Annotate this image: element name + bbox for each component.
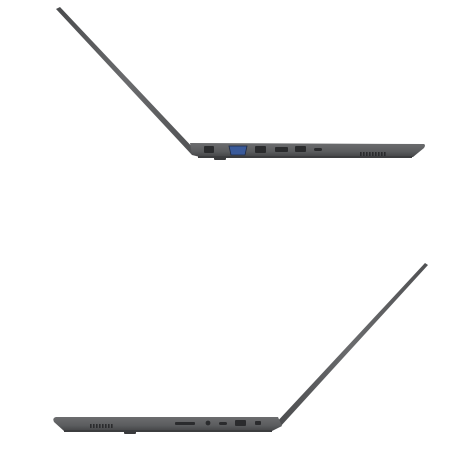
sd-card-slot	[175, 422, 195, 425]
hdmi-port	[275, 147, 288, 152]
audio-jack	[205, 420, 211, 426]
usb-c-port	[314, 148, 322, 151]
dc-power-port	[204, 146, 214, 153]
usb-c-port	[219, 422, 227, 425]
laptop-left-side-view	[56, 7, 425, 160]
usb-a-port	[295, 146, 306, 152]
laptop-base	[53, 417, 283, 431]
side-vent	[90, 424, 113, 428]
laptop-lid	[274, 263, 428, 427]
laptop-right-side-view	[53, 263, 428, 434]
ethernet-port	[255, 146, 266, 153]
lock-slot	[255, 421, 261, 425]
usb-a-port	[235, 420, 246, 426]
laptop-foot	[124, 431, 136, 434]
vga-port	[228, 145, 248, 156]
laptop-lid	[56, 7, 197, 155]
laptop-bottom-edge	[198, 156, 412, 158]
laptop-bottom-edge	[64, 430, 272, 432]
laptop-base	[190, 143, 425, 157]
side-vent	[360, 152, 386, 156]
laptop-foot	[214, 157, 226, 160]
